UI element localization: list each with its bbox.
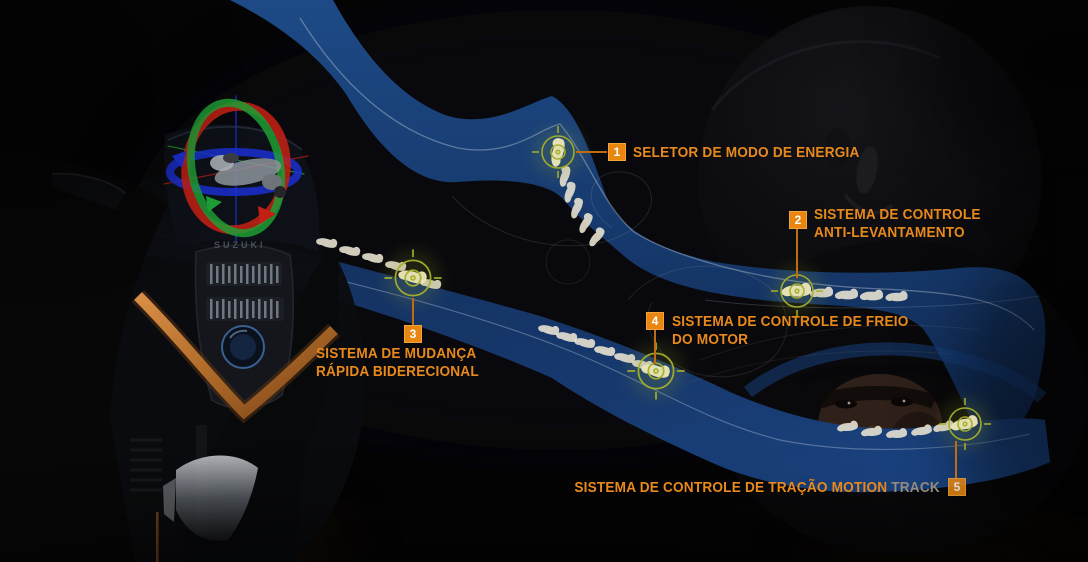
connector-line-2 <box>796 229 798 278</box>
headlight <box>194 244 295 409</box>
label-traction-control-system: SISTEMA DE CONTROLE DE TRAÇÃO MOTION TRA… <box>574 479 940 497</box>
label-line: RÁPIDA BIDERECIONAL <box>316 364 479 380</box>
left-eye <box>835 399 857 409</box>
connector-line-3 <box>412 298 414 325</box>
label-line: SISTEMA DE CONTROLE DE FREIO <box>672 314 909 330</box>
motorcycle-front <box>0 124 365 562</box>
label-line: SISTEMA DE MUDANÇA <box>316 346 477 362</box>
hotspot-badge-2[interactable]: 2 <box>789 211 807 229</box>
label-quick-shift-system: SISTEMA DE MUDANÇA RÁPIDA BIDERECIONAL <box>316 345 479 381</box>
label-anti-lift-system: SISTEMA DE CONTROLE ANTI-LEVANTAMENTO <box>814 206 981 242</box>
connector-line-5 <box>955 441 957 478</box>
roll-arrowhead <box>258 206 276 224</box>
hotspot-badge-3[interactable]: 3 <box>404 325 422 343</box>
label-highlight: TRACK <box>891 480 940 496</box>
label-line: ANTI-LEVANTAMENTO <box>814 225 965 241</box>
fender-highlight <box>176 455 258 541</box>
ribbon-road-top <box>230 0 1046 448</box>
connector-line-4 <box>654 330 656 364</box>
connector-line-1 <box>576 151 607 153</box>
right-eye <box>891 397 913 407</box>
pitch-arrow <box>186 98 286 238</box>
label-line: DO MOTOR <box>672 332 749 348</box>
circuit-outline <box>451 171 1041 383</box>
label-main: SISTEMA DE CONTROLE DE TRAÇÃO MOTION <box>574 480 888 496</box>
yaw-arrow <box>166 148 302 196</box>
imu-rotation-graphic <box>163 95 309 243</box>
label-engine-brake-system: SISTEMA DE CONTROLE DE FREIO DO MOTOR <box>672 313 908 349</box>
label-line: SISTEMA DE CONTROLE <box>814 207 981 223</box>
copper-trim <box>134 292 338 420</box>
hotspot-badge-5[interactable]: 5 <box>948 478 966 496</box>
brow-shadow <box>817 386 937 409</box>
pitch-arrowhead <box>206 196 222 212</box>
label-power-mode-selector: SELETOR DE MODO DE ENERGIA <box>633 145 860 161</box>
yaw-arrowhead <box>172 151 186 168</box>
ribbon-center-line <box>299 17 1035 331</box>
suzuki-logo-text: SUZUKI <box>214 240 266 250</box>
mini-motorcycle <box>210 153 286 198</box>
hotspot-badge-4[interactable]: 4 <box>646 312 664 330</box>
hotspot-badge-1[interactable]: 1 <box>608 143 626 161</box>
target-markers <box>383 125 992 451</box>
